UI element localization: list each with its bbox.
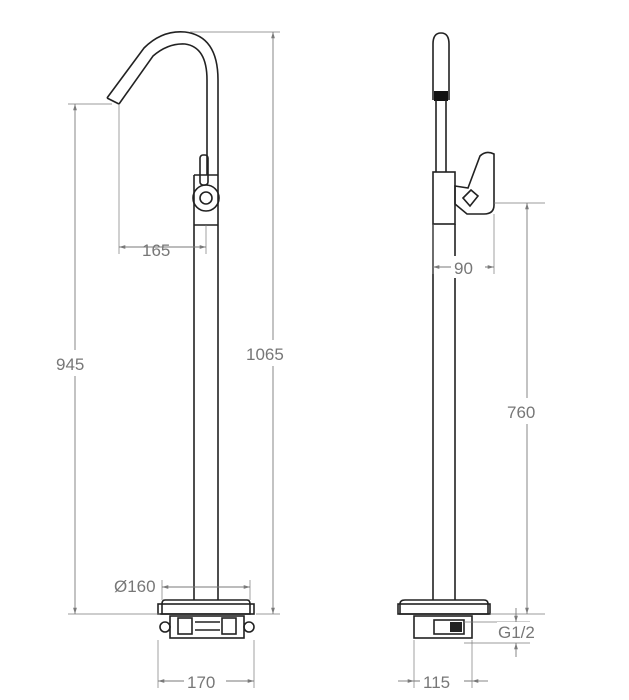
dim-base-diameter: Ø160 [113, 575, 251, 600]
front-column [193, 225, 219, 600]
handle-projection-label: 90 [454, 259, 473, 278]
front-base-width-label: 170 [187, 673, 215, 692]
side-handle [432, 151, 495, 225]
total-height-label: 1065 [246, 345, 284, 364]
connection-thread-label: G1/2 [498, 623, 535, 642]
side-base [397, 599, 491, 639]
dim-front-base-width: 170 [157, 640, 255, 693]
base-diameter-label: Ø160 [114, 577, 156, 596]
side-column [432, 224, 456, 600]
front-base [157, 599, 255, 639]
dim-side-base-width: 115 [398, 640, 488, 693]
dim-handle-height: 760 [490, 202, 552, 615]
handle-height-label: 760 [507, 403, 535, 422]
spout-reach-label: 165 [142, 241, 170, 260]
dim-spout-reach: 165 [118, 104, 207, 260]
spout-height-label: 945 [56, 355, 84, 374]
front-handle [192, 154, 220, 226]
dim-total-height: 1065 [190, 31, 298, 615]
dim-spout-height: 945 [52, 103, 160, 615]
side-base-width-label: 115 [423, 673, 450, 692]
front-view: 165 945 1065 Ø160 [52, 31, 298, 693]
dim-connection-thread: G1/2 [464, 608, 545, 657]
dim-handle-projection: 90 [432, 214, 495, 278]
side-view: 90 760 G1/2 115 [397, 32, 552, 693]
side-spout [432, 32, 450, 172]
front-spout [106, 31, 219, 175]
